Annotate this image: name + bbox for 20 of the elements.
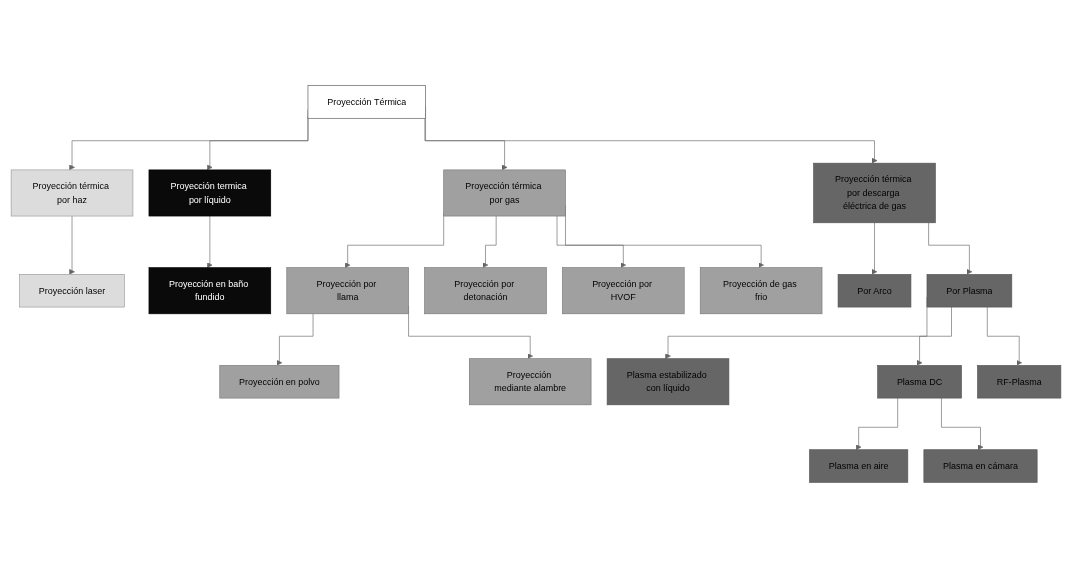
node-box: Proyección térmica por haz bbox=[10, 169, 134, 217]
node-box: Plasma en cámara bbox=[923, 449, 1038, 483]
node-box: Por Plasma bbox=[926, 274, 1013, 308]
node-box: Proyección térmica por gas bbox=[443, 169, 566, 217]
node-box: Proyección Térmica bbox=[307, 85, 426, 119]
node-box: Plasma en aire bbox=[809, 449, 909, 483]
node-box: RF-Plasma bbox=[977, 365, 1062, 399]
node-box: Proyección por detonación bbox=[424, 267, 547, 315]
node-box: Proyección termica por líquido bbox=[148, 169, 272, 217]
node-box: Proyección en baño fundido bbox=[148, 267, 272, 315]
node-box: Proyección por HVOF bbox=[562, 267, 685, 315]
node-box: Por Arco bbox=[837, 274, 912, 308]
node-box: Plasma estabilizado con líquido bbox=[606, 358, 730, 406]
node-box: Proyección mediante alambre bbox=[469, 358, 592, 406]
node-box: Proyección por llama bbox=[286, 267, 409, 315]
node-box: Proyección laser bbox=[19, 274, 125, 308]
node-box: Proyección en polvo bbox=[219, 365, 340, 399]
node-box: Plasma DC bbox=[877, 365, 962, 399]
node-box: Proyección térmica por descarga éléctrica de gas bbox=[813, 162, 936, 224]
node-box: Proyección de gas frio bbox=[699, 267, 823, 315]
